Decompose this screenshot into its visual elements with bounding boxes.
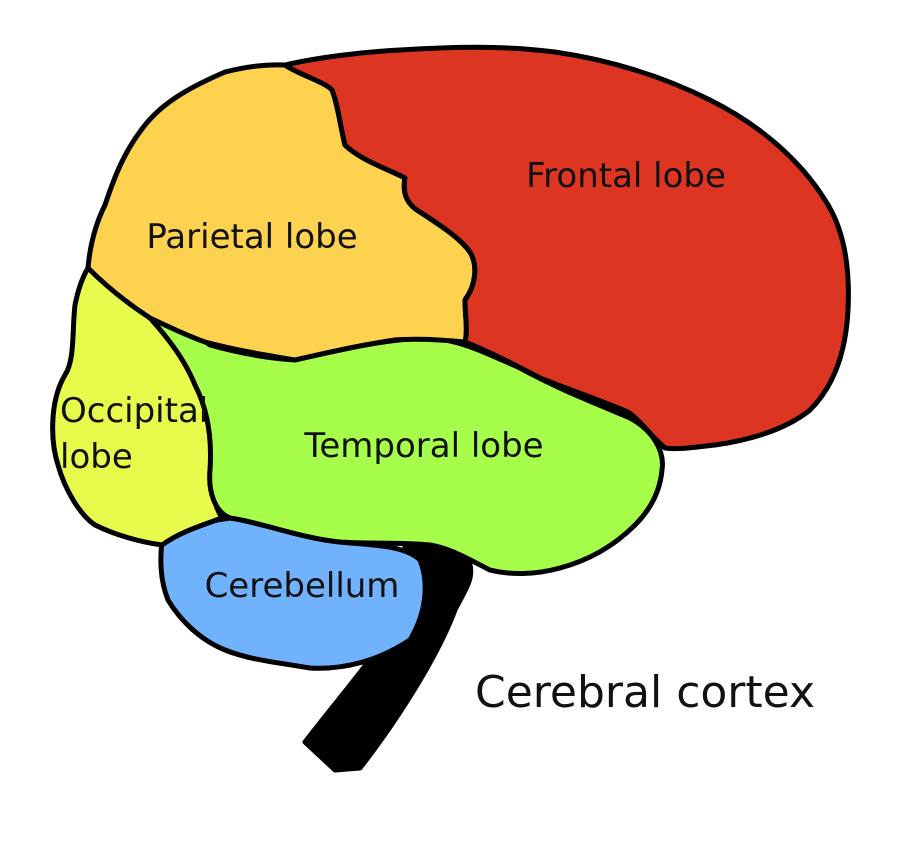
occipital-label-line: Occipital [60, 391, 208, 431]
temporal-lobe-label: Temporal lobe [303, 426, 543, 466]
diagram-caption: Cerebral cortex [475, 667, 815, 718]
parietal-lobe-label: Parietal lobe [146, 217, 357, 257]
frontal-lobe-region [282, 44, 851, 452]
occipital-lobe-label: Occipital lobe [60, 391, 219, 477]
cerebellum-label: Cerebellum [205, 566, 400, 606]
frontal-lobe-label: Frontal lobe [526, 156, 726, 196]
occipital-label-line: lobe [60, 437, 133, 477]
